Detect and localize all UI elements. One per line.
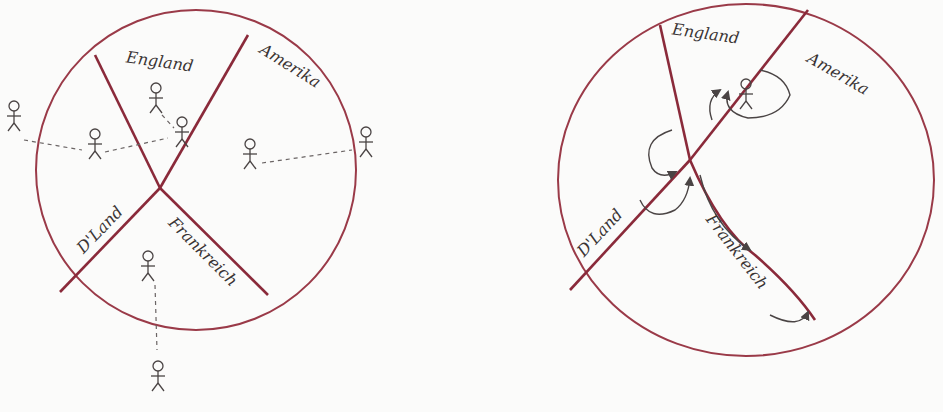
world-circle (558, 4, 934, 356)
movement-arrows (640, 70, 808, 322)
stick-figures (7, 83, 373, 391)
sight-lines (24, 115, 352, 350)
country-label: D'Land (74, 203, 127, 257)
country-label: D'Land (574, 206, 626, 260)
stick-figures (739, 79, 753, 109)
country-label: England (125, 49, 194, 76)
border-lines (60, 35, 268, 295)
country-label: Amerika (804, 49, 872, 98)
country-label: Frankreich (702, 211, 771, 293)
border-lines (570, 10, 815, 320)
country-label: Frankreich (165, 214, 241, 290)
country-label: Amerika (256, 40, 323, 91)
world-circle (36, 10, 356, 330)
country-label: England (671, 21, 740, 48)
